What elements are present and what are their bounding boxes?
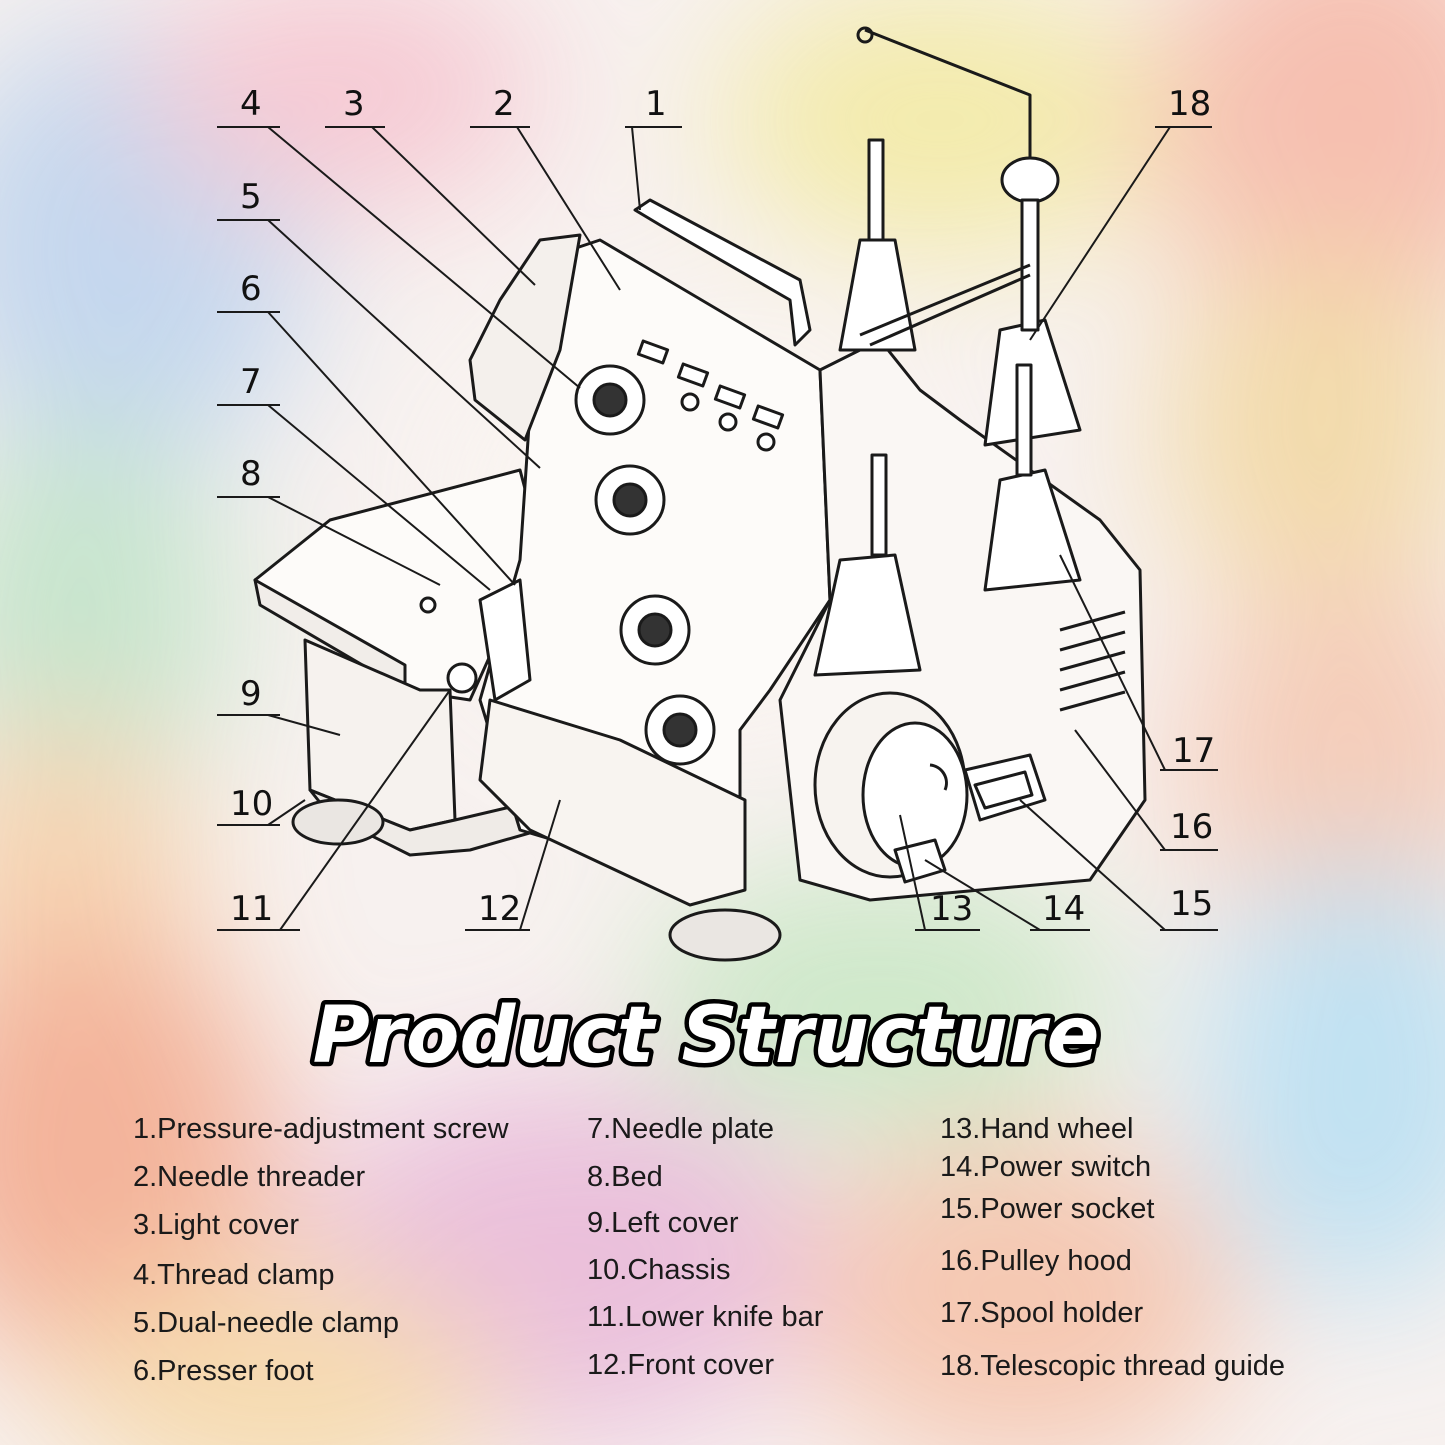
legend-item-15: 15.Power socket bbox=[940, 1193, 1155, 1225]
legend-item-3: 3.Light cover bbox=[133, 1209, 300, 1241]
callout-7: 7 bbox=[240, 362, 262, 402]
legend-item-4: 4.Thread clamp bbox=[133, 1259, 335, 1291]
callout-15: 15 bbox=[1170, 884, 1213, 924]
legend-item-13: 13.Hand wheel bbox=[940, 1113, 1134, 1145]
callout-1: 1 bbox=[645, 84, 667, 124]
leader-lines bbox=[217, 126, 1218, 931]
callout-18: 18 bbox=[1168, 84, 1211, 124]
callout-12: 12 bbox=[478, 889, 521, 929]
structure-diagram: 1 2 3 4 5 6 7 8 9 10 11 12 13 14 15 16 1… bbox=[217, 26, 1218, 962]
callout-3: 3 bbox=[343, 84, 365, 124]
legend-item-12: 12.Front cover bbox=[587, 1349, 774, 1381]
legend-item-17: 17.Spool holder bbox=[940, 1297, 1144, 1329]
callout-11: 11 bbox=[230, 889, 273, 929]
overlock-machine-icon bbox=[253, 26, 1147, 962]
legend-item-2: 2.Needle threader bbox=[133, 1161, 366, 1193]
legend-item-6: 6.Presser foot bbox=[133, 1355, 314, 1387]
callout-14: 14 bbox=[1042, 889, 1085, 929]
legend-item-11: 11.Lower knife bar bbox=[587, 1301, 824, 1333]
callout-5: 5 bbox=[240, 177, 262, 217]
legend-item-7: 7.Needle plate bbox=[587, 1113, 775, 1145]
callout-4: 4 bbox=[240, 84, 262, 124]
callout-8: 8 bbox=[240, 454, 262, 494]
legend-item-1: 1.Pressure-adjustment screw bbox=[133, 1113, 509, 1145]
legend-item-10: 10.Chassis bbox=[587, 1254, 731, 1286]
legend-item-16: 16.Pulley hood bbox=[940, 1245, 1132, 1277]
callout-numbers: 1 2 3 4 5 6 7 8 9 10 11 12 13 14 15 16 1… bbox=[230, 84, 1215, 929]
callout-6: 6 bbox=[240, 269, 262, 309]
callout-9: 9 bbox=[240, 674, 262, 714]
callout-2: 2 bbox=[493, 84, 515, 124]
legend-item-9: 9.Left cover bbox=[587, 1207, 739, 1239]
title-banner: Product Structure bbox=[308, 992, 1104, 1086]
page-title: Product Structure bbox=[313, 992, 1100, 1081]
legend-item-14: 14.Power switch bbox=[940, 1151, 1152, 1183]
callout-17: 17 bbox=[1172, 731, 1215, 771]
callout-10: 10 bbox=[230, 784, 273, 824]
legend-item-8: 8.Bed bbox=[587, 1161, 663, 1193]
legend-item-5: 5.Dual-needle clamp bbox=[133, 1307, 399, 1339]
callout-13: 13 bbox=[930, 889, 973, 929]
callout-16: 16 bbox=[1170, 807, 1213, 847]
legend-item-18: 18.Telescopic thread guide bbox=[940, 1350, 1286, 1382]
